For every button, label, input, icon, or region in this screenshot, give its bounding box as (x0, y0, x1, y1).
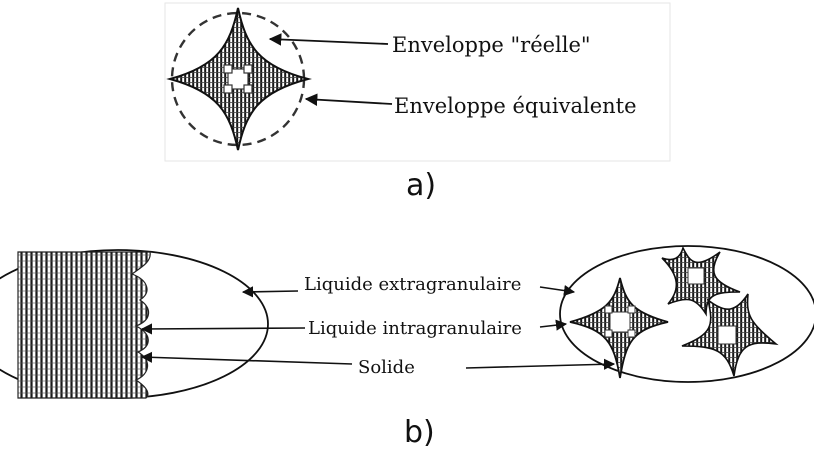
solid-arrow-left (140, 351, 353, 365)
right-grain-boundary (559, 245, 814, 383)
equiaxed-dendrite-top (661, 245, 741, 317)
real-envelope-label: Enveloppe "réelle" (392, 33, 591, 57)
equivalent-envelope-label: Enveloppe équivalente (394, 94, 637, 118)
extragranular-arrow-right (539, 284, 576, 297)
panel-a-frame (164, 2, 671, 162)
extragranular-liquid-label: Liquide extragranulaire (304, 274, 521, 295)
panel-a: Enveloppe "réelle" Enveloppe équivalente… (164, 2, 671, 203)
real-envelope-arrow (268, 33, 389, 46)
solid-label: Solide (358, 357, 415, 378)
columnar-solid (17, 251, 151, 399)
panel-b-label: b) (404, 415, 435, 450)
dendrite-crystal-a (166, 7, 312, 151)
left-grain (0, 249, 269, 399)
solid-arrow-right (465, 358, 616, 370)
panel-a-label: a) (406, 168, 436, 203)
extragranular-arrow-left (241, 286, 299, 298)
equiaxed-dendrite-left (569, 277, 669, 379)
intragranular-arrow-left (140, 323, 306, 335)
intragranular-liquid-label: Liquide intragranulaire (308, 318, 522, 339)
intragranular-arrow-right (539, 319, 568, 331)
equiaxed-dendrite-right (681, 293, 779, 377)
panel-b: Liquide extragranulaire Liquide intragra… (0, 245, 814, 450)
right-grain (559, 245, 814, 383)
equivalent-envelope-arrow (304, 93, 393, 106)
